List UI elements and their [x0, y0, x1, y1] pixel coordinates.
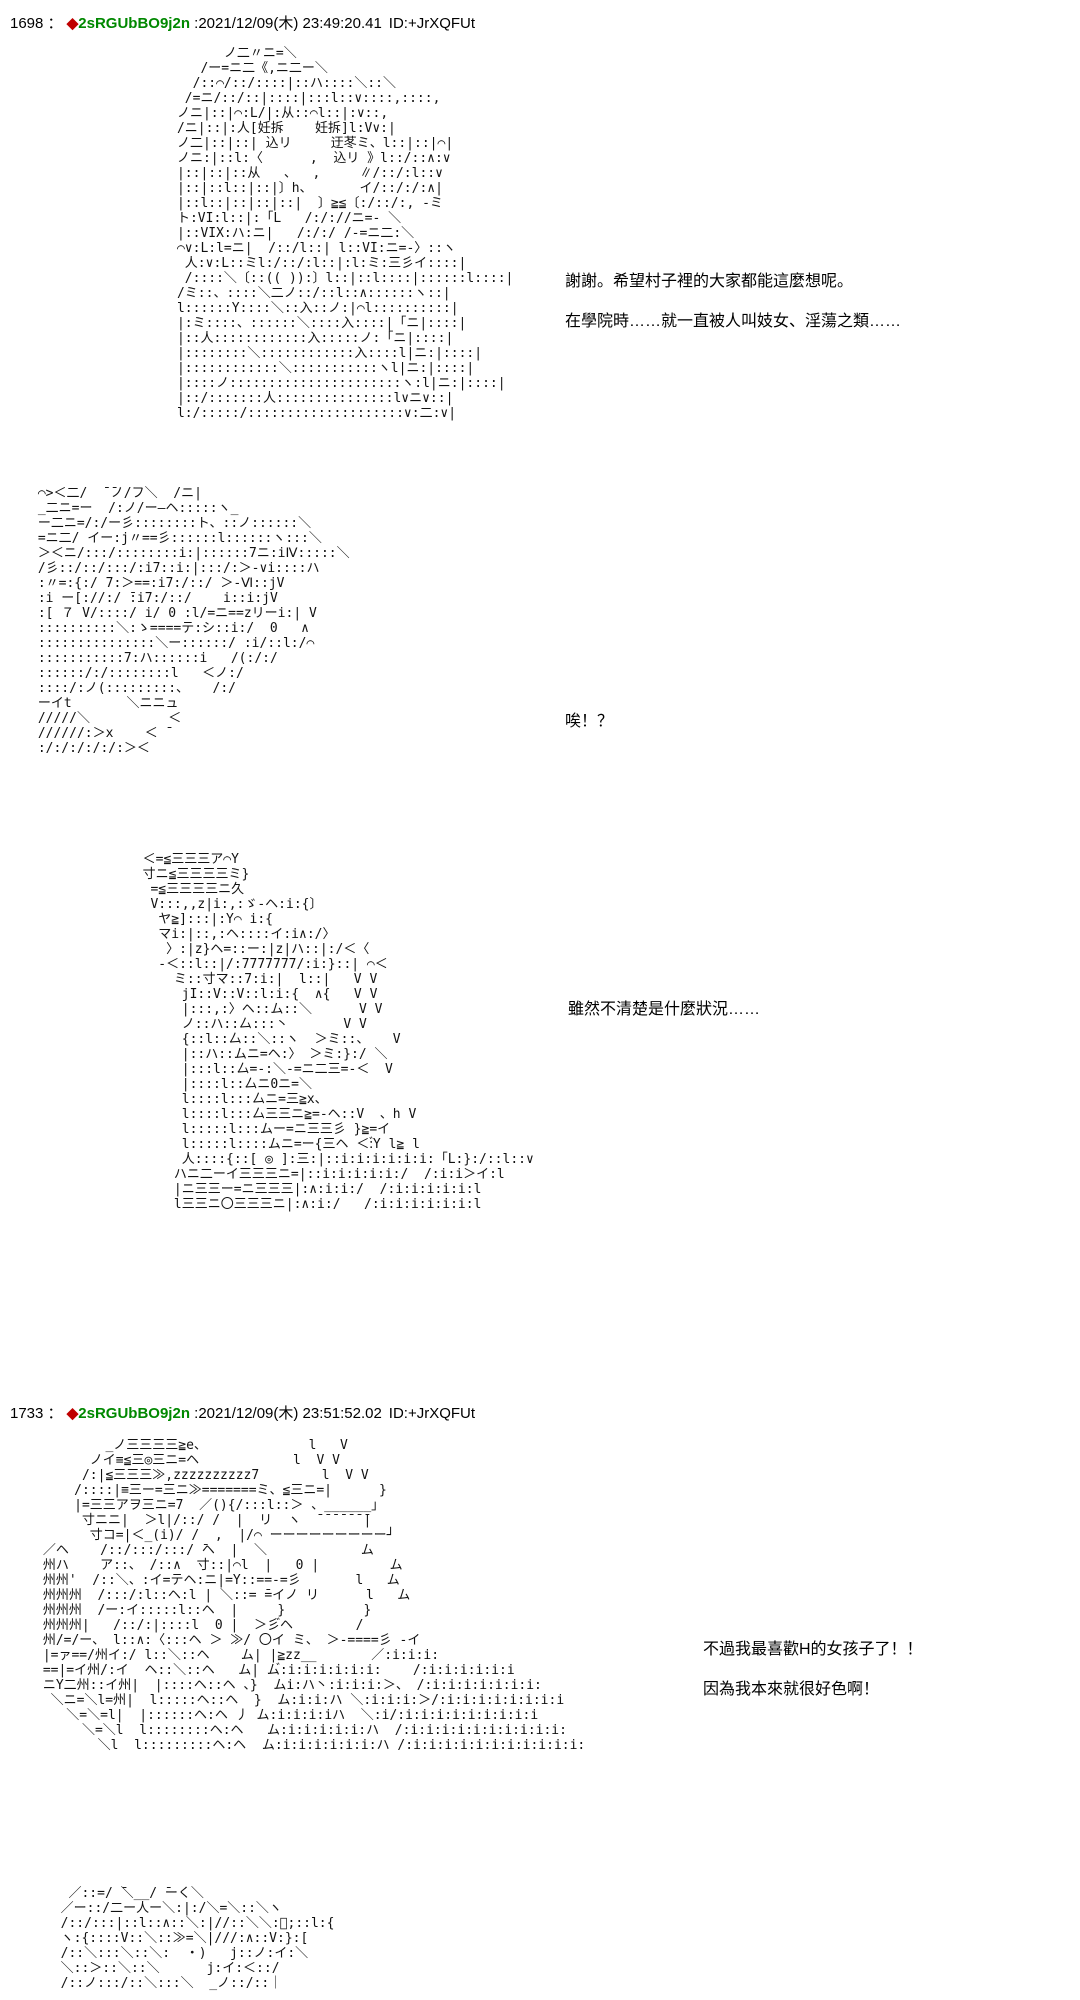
- post-datetime: :2021/12/09(木) 23:49:20.41: [194, 15, 382, 32]
- post-number[interactable]: 1733: [10, 1405, 44, 1422]
- dialogue-2: 唉！？: [565, 712, 613, 752]
- ascii-art-block-4: _ノ三三三三≧e、 l V ノイ≡≦三◎三ニ=ヘ l V V /:|≦三三三≫,…: [42, 1438, 586, 1753]
- dialogue-line: 謝謝。希望村子裡的大家都能這麼想呢。: [565, 273, 854, 290]
- dialogue-line: 雖然不清楚是什麼狀況……: [568, 1001, 761, 1018]
- ascii-art-block-3: ＜=≦三三三ア⌒Y 寸ニ≦三三三三ミ} =≦三三三三ニ久 V:::,,z|i:,…: [142, 852, 534, 1212]
- post-header-1: 1698 ： ◆2sRGUbBO9j2n :2021/12/09(木) 23:4…: [10, 12, 475, 33]
- dialogue-line: 不過我最喜歡H的女孩子了！！: [703, 1641, 923, 1658]
- ascii-art-block-1: ノ二〃ニ=＼ /ー=ニ二《,ニ二ー＼ /::⌒/::/::::|::ハ::::＼…: [176, 46, 514, 421]
- dialogue-line: 因為我本來就很好色啊！: [703, 1681, 880, 1698]
- tripcode-name[interactable]: 2sRGUbBO9j2n: [78, 1405, 190, 1422]
- dialogue-1: 謝謝。希望村子裡的大家都能這麼想呢。 在學院時……就一直被人叫妓女、淫蕩之類……: [565, 272, 901, 352]
- post-header-2: 1733 ： ◆2sRGUbBO9j2n :2021/12/09(木) 23:5…: [10, 1402, 475, 1423]
- post-separator: ：: [47, 15, 63, 32]
- tripcode-diamond-icon: ◆: [66, 15, 79, 32]
- dialogue-line: 在學院時……就一直被人叫妓女、淫蕩之類……: [565, 313, 902, 330]
- tripcode-diamond-icon: ◆: [66, 1405, 79, 1422]
- dialogue-4: 不過我最喜歡H的女孩子了！！ 因為我本來就很好色啊！: [703, 1640, 923, 1720]
- post-id: ID:+JrXQFUt: [388, 1405, 476, 1422]
- post-number[interactable]: 1698: [10, 15, 44, 32]
- post-id: ID:+JrXQFUt: [388, 15, 476, 32]
- post-datetime: :2021/12/09(木) 23:51:52.02: [194, 1405, 382, 1422]
- dialogue-3: 雖然不清楚是什麼狀況……: [568, 1000, 760, 1040]
- tripcode-name[interactable]: 2sRGUbBO9j2n: [78, 15, 190, 32]
- ascii-art-block-5: ／::=/ ̄＼__/ ̄ーく＼ ／ー::/二ー人ー＼:|:/＼=＼::＼ヽ /…: [60, 1886, 335, 1991]
- dialogue-line: 唉！？: [565, 713, 614, 730]
- ascii-art-block-2: ⌒>＜二/ ̄ ̄ノ/フ＼ /ニ| _二ニ=ー /:ノ/ー―ヘ:::::ヽ_ ー…: [37, 486, 350, 756]
- post-separator: ：: [47, 1405, 63, 1422]
